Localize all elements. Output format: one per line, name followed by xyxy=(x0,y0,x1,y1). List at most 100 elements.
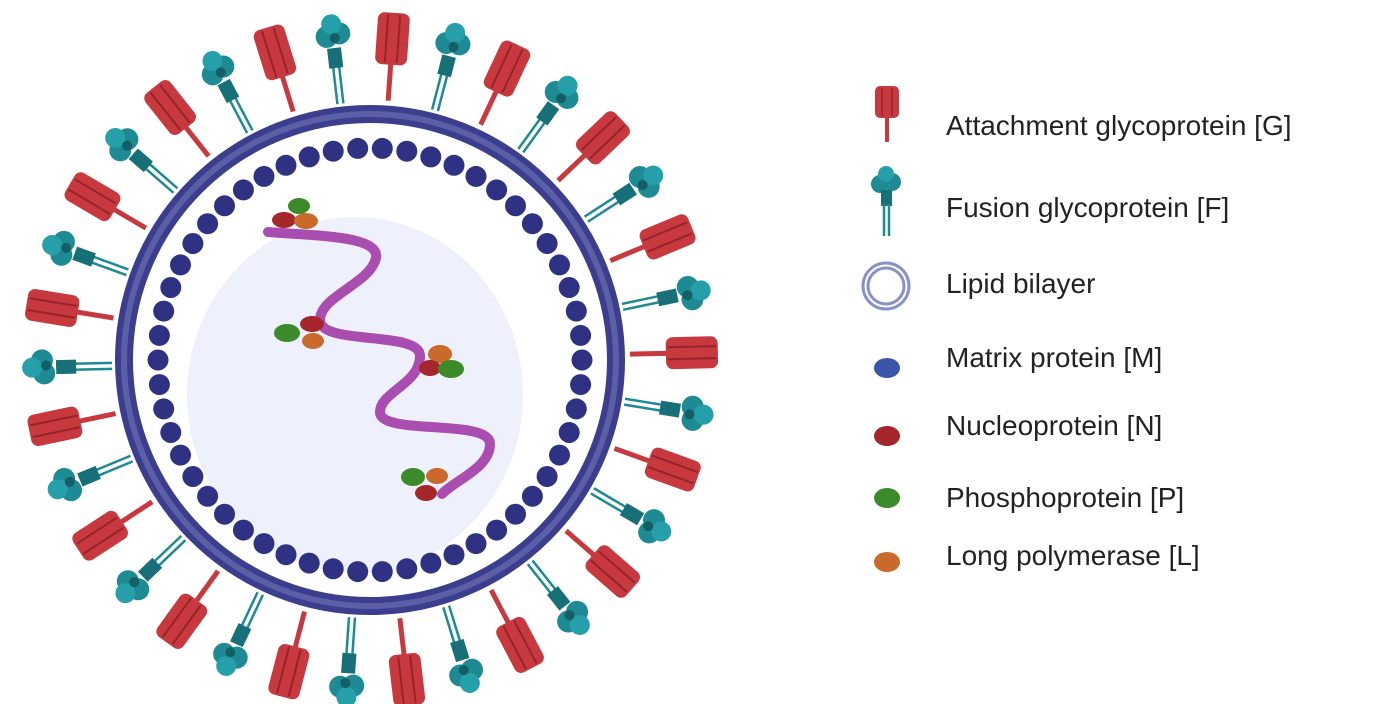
attachment-glycoprotein xyxy=(466,38,532,131)
legend-item-phosphoprotein: Phosphoprotein [P] xyxy=(850,476,1370,532)
matrix-protein xyxy=(197,213,219,235)
matrix-protein xyxy=(160,422,182,443)
attachment-glycoprotein xyxy=(609,433,703,493)
matrix-protein xyxy=(153,300,175,322)
matrix-protein-ring xyxy=(147,137,593,583)
matrix-protein xyxy=(275,154,297,176)
matrix-protein xyxy=(505,195,526,217)
fusion-glycoprotein-icon xyxy=(871,166,901,236)
legend-label: Attachment glycoprotein [G] xyxy=(946,110,1292,141)
matrix-protein xyxy=(570,374,592,396)
matrix-protein xyxy=(197,485,219,507)
matrix-protein xyxy=(565,300,587,322)
matrix-protein xyxy=(298,552,320,574)
matrix-protein xyxy=(170,444,191,466)
long-polymerase-icon xyxy=(874,552,900,572)
attachment-glycoprotein xyxy=(604,212,698,275)
matrix-protein xyxy=(322,140,344,162)
fusion-glycoprotein xyxy=(617,270,716,326)
rnp-complex xyxy=(274,316,324,349)
matrix-protein xyxy=(253,165,275,187)
matrix-protein xyxy=(214,195,235,217)
fusion-glycoprotein xyxy=(575,154,673,236)
fusion-glycoprotein xyxy=(581,474,680,554)
attachment-glycoprotein xyxy=(62,170,154,242)
capsid-interior xyxy=(187,217,523,573)
legend-item-long-polymerase: Long polymerase [L] xyxy=(850,538,1370,594)
matrix-protein xyxy=(347,561,369,583)
attachment-glycoprotein xyxy=(70,488,161,563)
rna-genome xyxy=(263,227,496,499)
matrix-protein xyxy=(298,146,320,168)
matrix-protein xyxy=(371,137,393,159)
matrix-protein xyxy=(232,519,254,541)
matrix-protein xyxy=(486,519,508,541)
attachment-glycoprotein xyxy=(252,23,309,117)
matrix-protein xyxy=(182,466,204,487)
fusion-glycoprotein xyxy=(20,346,114,387)
attachment-glycoprotein xyxy=(384,616,426,704)
matrix-protein xyxy=(521,485,543,507)
matrix-protein xyxy=(549,444,570,466)
matrix-protein xyxy=(170,254,191,276)
virus-diagram xyxy=(20,0,760,704)
legend-label: Lipid bilayer xyxy=(946,268,1096,299)
matrix-protein xyxy=(147,349,169,371)
matrix-protein xyxy=(521,213,543,235)
matrix-protein xyxy=(232,179,254,201)
attachment-glycoprotein xyxy=(141,77,221,166)
attachment-glycoprotein xyxy=(556,519,643,601)
matrix-protein xyxy=(558,277,580,298)
matrix-protein xyxy=(536,466,558,487)
matrix-protein xyxy=(160,277,182,298)
matrix-protein xyxy=(396,558,418,580)
legend-label: Fusion glycoprotein [F] xyxy=(946,192,1230,223)
matrix-protein xyxy=(275,544,297,566)
matrix-protein xyxy=(536,233,558,254)
attachment-glycoprotein xyxy=(26,398,119,447)
matrix-protein xyxy=(148,374,170,396)
rnp-complex xyxy=(272,198,318,229)
matrix-protein xyxy=(443,544,465,566)
fusion-glycoprotein xyxy=(326,614,371,704)
nucleoprotein-icon xyxy=(874,426,900,446)
legend-label: Long polymerase [L] xyxy=(946,540,1200,571)
legend-item-attachment-glycoprotein: Attachment glycoprotein [G] xyxy=(850,84,1370,142)
matrix-protein xyxy=(565,398,587,420)
matrix-protein xyxy=(420,146,442,168)
matrix-protein xyxy=(253,533,275,555)
fusion-glycoprotein xyxy=(40,440,140,510)
matrix-protein xyxy=(214,503,235,525)
matrix-protein xyxy=(571,349,593,371)
fusion-glycoprotein xyxy=(417,17,477,117)
attachment-glycoprotein-icon xyxy=(875,86,899,142)
legend: Attachment glycoprotein [G] Fusion glyco… xyxy=(850,78,1370,598)
attachment-glycoprotein xyxy=(630,336,719,370)
matrix-protein xyxy=(153,398,175,420)
attachment-glycoprotein xyxy=(154,562,231,652)
rnp-complex xyxy=(401,468,448,501)
matrix-protein xyxy=(558,422,580,443)
fusion-glycoprotein xyxy=(427,600,491,700)
legend-label: Phosphoprotein [P] xyxy=(946,482,1185,513)
fusion-glycoprotein xyxy=(311,11,360,107)
matrix-protein xyxy=(465,533,487,555)
legend-item-nucleoprotein: Nucleoprotein [N] xyxy=(850,400,1370,456)
matrix-protein xyxy=(443,154,465,176)
matrix-protein xyxy=(347,137,369,159)
matrix-protein xyxy=(549,254,570,276)
legend-item-matrix-protein: Matrix protein [M] xyxy=(850,332,1370,388)
attachment-glycoprotein xyxy=(547,108,633,192)
matrix-protein xyxy=(322,558,344,580)
phosphoprotein-icon xyxy=(874,488,900,508)
matrix-protein xyxy=(465,165,487,187)
matrix-protein xyxy=(148,324,170,346)
fusion-glycoprotein xyxy=(191,42,267,141)
fusion-glycoprotein xyxy=(35,223,135,290)
matrix-protein-icon xyxy=(874,358,900,378)
attachment-glycoprotein xyxy=(24,288,116,334)
legend-label: Matrix protein [M] xyxy=(946,342,1163,373)
attachment-glycoprotein xyxy=(372,12,410,102)
fusion-glycoprotein xyxy=(204,584,277,684)
rnp-complex xyxy=(419,345,464,378)
